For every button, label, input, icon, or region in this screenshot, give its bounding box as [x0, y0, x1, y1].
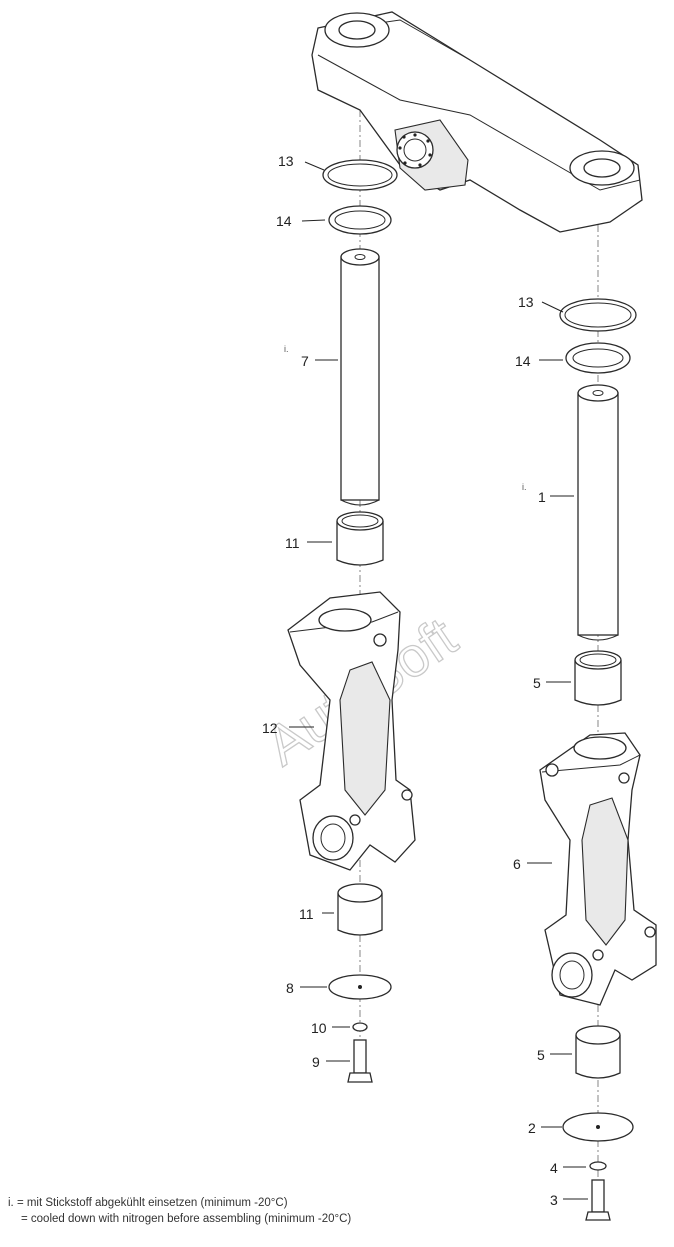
left-pin-7: [340, 248, 380, 506]
callout-left-13: 13: [278, 153, 294, 169]
footnote-english: = cooled down with nitrogen before assem…: [21, 1213, 351, 1225]
right-bushing-5-lower: [575, 1025, 621, 1079]
callout-left-14: 14: [276, 213, 292, 229]
right-bolt-3: [585, 1179, 611, 1221]
left-bolt-9: [347, 1039, 373, 1083]
right-washer-2: [562, 1112, 634, 1142]
callout-left-11a: 11: [285, 535, 300, 551]
callout-left-12: 12: [262, 720, 278, 736]
leader-lines: [289, 161, 588, 1200]
left-arm-12: [287, 591, 416, 871]
callout-right-4: 4: [550, 1160, 558, 1176]
callout-right-3: 3: [550, 1192, 558, 1208]
right-arm-6: [539, 732, 657, 1006]
callout-left-7: 7: [301, 353, 309, 369]
left-bushing-11-lower: [337, 883, 383, 936]
right-pin-1: [577, 384, 619, 641]
right-bushing-5-upper: [574, 650, 622, 706]
footnote: i. = mit Stickstoff abgekühlt einsetzen …: [8, 1197, 351, 1225]
left-seal-ring-13: [322, 159, 398, 191]
callout-right-6: 6: [513, 856, 521, 872]
callout-left-11b: 11: [299, 906, 314, 922]
left-seal-ring-14: [328, 205, 392, 235]
footnote-german: i. = mit Stickstoff abgekühlt einsetzen …: [8, 1197, 288, 1209]
right-lock-washer-4: [589, 1161, 607, 1171]
callout-right-14: 14: [515, 353, 531, 369]
callout-right-5a: 5: [533, 675, 541, 691]
callout-left-8: 8: [286, 980, 294, 996]
pin-right-marker: i.: [522, 482, 527, 492]
callout-left-10: 10: [311, 1020, 327, 1036]
callout-left-9: 9: [312, 1054, 320, 1070]
pin-left-marker: i.: [284, 344, 289, 354]
right-seal-ring-13: [559, 298, 637, 332]
bolt-circle: [398, 133, 432, 167]
callout-right-1: 1: [538, 489, 546, 505]
callout-right-5b: 5: [537, 1047, 545, 1063]
right-seal-ring-14: [565, 342, 631, 374]
crosshead-beam: [311, 11, 643, 233]
callout-labels: 13 14 7 11 12 11 8 10 9 13 14 1 5 6 5 2 …: [262, 153, 558, 1208]
left-washer-8: [328, 974, 392, 1000]
callout-right-13: 13: [518, 294, 534, 310]
left-lock-washer-10: [352, 1022, 368, 1032]
left-bushing-11-upper: [336, 511, 384, 566]
callout-right-2: 2: [528, 1120, 536, 1136]
